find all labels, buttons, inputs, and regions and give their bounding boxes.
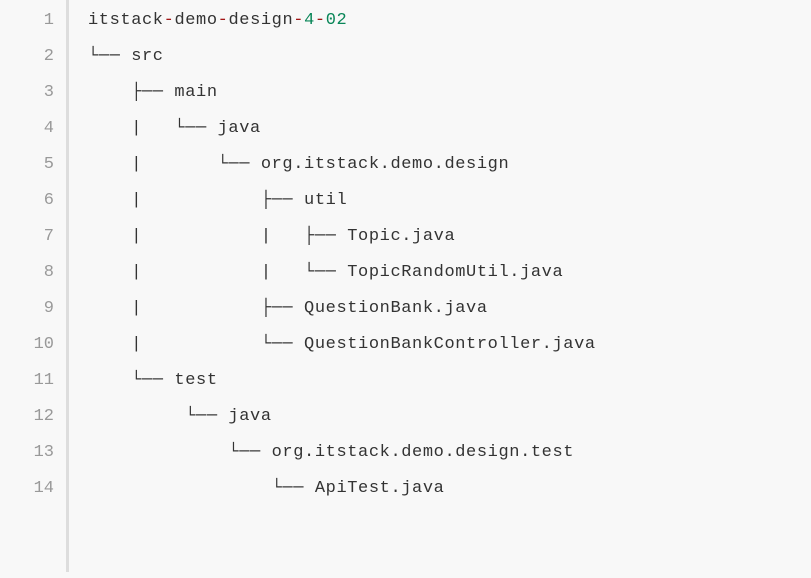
code-token: 02 bbox=[325, 11, 348, 30]
code-token: 4 bbox=[304, 11, 315, 30]
code-token: | | ├── Topic.java bbox=[88, 227, 456, 246]
code-token: - bbox=[163, 11, 175, 30]
code-token: └── test bbox=[88, 371, 218, 390]
code-token: └── java bbox=[88, 407, 272, 426]
code-token: | | └── TopicRandomUtil.java bbox=[88, 263, 564, 282]
line-number-gutter bbox=[0, 0, 69, 572]
line-text: | ├── util bbox=[88, 183, 347, 219]
line-text: └── org.itstack.demo.design.test bbox=[88, 435, 574, 471]
line-number: 2 bbox=[43, 47, 54, 66]
code-token: itstack bbox=[88, 11, 164, 30]
line-number: 4 bbox=[43, 119, 54, 138]
code-token: - bbox=[314, 11, 326, 30]
line-text: └── ApiTest.java bbox=[88, 471, 444, 507]
code-token: | └── QuestionBankController.java bbox=[88, 335, 596, 354]
code-token: | ├── QuestionBank.java bbox=[88, 299, 488, 318]
line-number: 11 bbox=[33, 371, 54, 390]
code-token: | ├── util bbox=[88, 191, 348, 210]
code-token: ├── main bbox=[88, 83, 218, 102]
line-text: itstack-demo-design-4-02 bbox=[88, 3, 347, 39]
line-number: 3 bbox=[43, 83, 54, 102]
code-token: - bbox=[217, 11, 229, 30]
code-token: | └── org.itstack.demo.design bbox=[88, 155, 510, 174]
line-text: | | ├── Topic.java bbox=[88, 219, 455, 255]
line-number: 12 bbox=[33, 407, 54, 426]
line-text: └── src bbox=[88, 39, 164, 75]
code-token: | └── java bbox=[88, 119, 261, 138]
line-text: └── java bbox=[88, 399, 272, 435]
line-number: 10 bbox=[33, 335, 54, 354]
line-number: 9 bbox=[43, 299, 54, 318]
line-text: | ├── QuestionBank.java bbox=[88, 291, 488, 327]
line-number: 7 bbox=[43, 227, 54, 246]
line-text: └── test bbox=[88, 363, 218, 399]
code-token: └── ApiTest.java bbox=[88, 479, 445, 498]
line-number: 8 bbox=[43, 263, 54, 282]
line-number: 14 bbox=[33, 479, 54, 498]
line-number: 5 bbox=[43, 155, 54, 174]
line-number: 13 bbox=[33, 443, 54, 462]
code-token: └── org.itstack.demo.design.test bbox=[88, 443, 575, 462]
line-text: ├── main bbox=[88, 75, 218, 111]
line-number: 6 bbox=[43, 191, 54, 210]
line-text: | └── org.itstack.demo.design bbox=[88, 147, 509, 183]
line-text: | | └── TopicRandomUtil.java bbox=[88, 255, 563, 291]
code-token: demo bbox=[174, 11, 218, 30]
code-token: design bbox=[228, 11, 294, 30]
line-text: | └── java bbox=[88, 111, 261, 147]
line-number: 1 bbox=[43, 11, 54, 30]
code-token: - bbox=[293, 11, 305, 30]
code-token: └── src bbox=[88, 47, 164, 66]
line-text: | └── QuestionBankController.java bbox=[88, 327, 596, 363]
